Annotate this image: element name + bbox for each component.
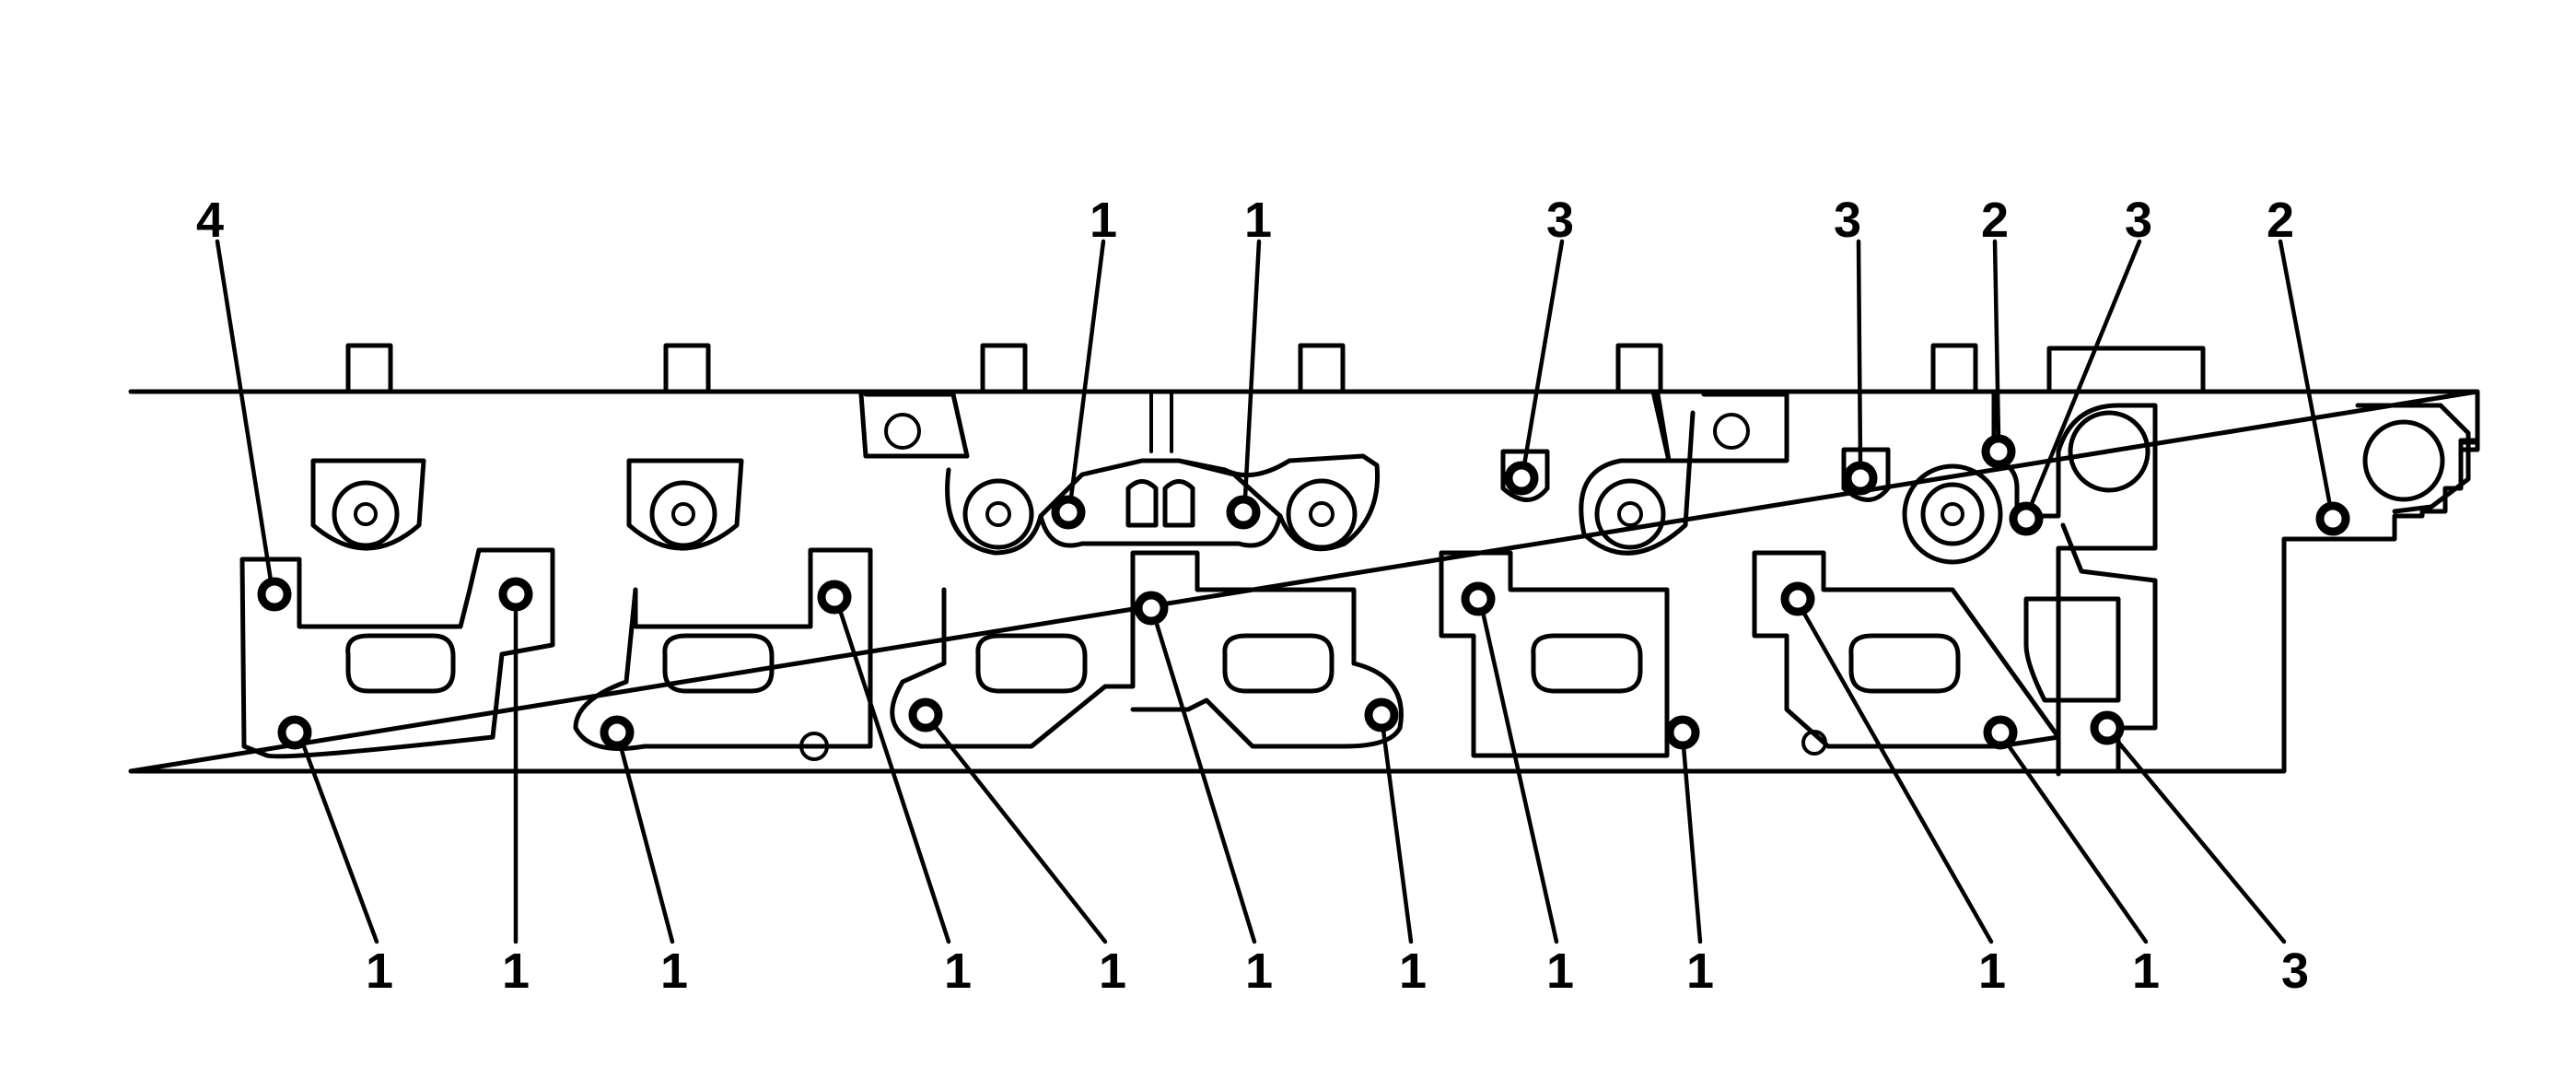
callout-label: 2 <box>2267 193 2294 248</box>
bolt-4 <box>257 577 292 612</box>
bolt <box>498 577 533 612</box>
callout-label: 1 <box>1244 193 1272 248</box>
callout-label: 1 <box>660 943 688 999</box>
callout-label: 1 <box>502 943 530 999</box>
bolt <box>1134 591 1169 626</box>
cylinder-head-outline <box>128 343 2480 774</box>
callout-labels: 4 1 1 3 3 2 3 2 1 1 1 1 1 1 1 1 1 1 1 3 <box>196 193 2309 999</box>
callout-label: 2 <box>1981 193 2009 248</box>
bolt <box>2009 501 2044 536</box>
callout-label: 1 <box>1546 943 1574 999</box>
callout-label: 1 <box>1686 943 1714 999</box>
bolt <box>908 697 943 733</box>
callout-label: 1 <box>1099 943 1126 999</box>
cam-bosses <box>310 389 2471 777</box>
bolt <box>1364 697 1399 733</box>
bolt <box>1461 581 1496 616</box>
bolt <box>1226 495 1261 530</box>
bolt <box>1780 581 1815 616</box>
callout-label: 3 <box>1546 193 1574 248</box>
bolt <box>817 580 852 615</box>
callout-label: 3 <box>2125 193 2152 248</box>
bolt <box>600 715 635 750</box>
bolt <box>2315 501 2350 536</box>
callout-label: 3 <box>2281 943 2309 999</box>
bolt <box>1504 461 1539 496</box>
bolt <box>1051 495 1086 530</box>
bolt <box>1665 715 1700 750</box>
callout-label: 1 <box>2132 943 2160 999</box>
bolt <box>2090 710 2125 745</box>
leader-lines <box>215 239 2333 944</box>
exhaust-port-flanges <box>239 547 2061 761</box>
callout-label: 1 <box>366 943 393 999</box>
bolt <box>1983 715 2018 750</box>
bolt <box>277 715 312 750</box>
callout-label: 1 <box>1090 193 1117 248</box>
callout-label: 1 <box>1245 943 1273 999</box>
bolt <box>1981 434 2016 469</box>
callout-label: 1 <box>1399 943 1427 999</box>
callout-label: 1 <box>1978 943 2006 999</box>
callout-label: 3 <box>1834 193 1861 248</box>
callout-label: 1 <box>944 943 972 999</box>
bolt <box>1843 461 1878 496</box>
callout-label: 4 <box>196 193 224 248</box>
bolt-holes <box>257 434 2350 750</box>
